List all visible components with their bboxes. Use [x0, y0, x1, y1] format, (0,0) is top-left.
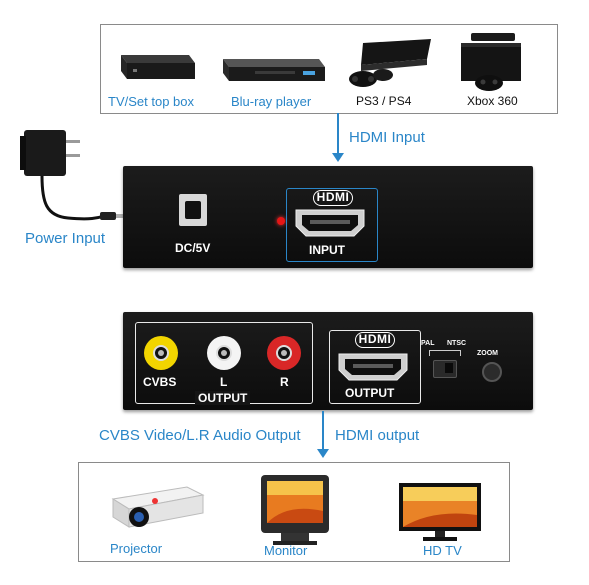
dc-power-socket — [179, 194, 207, 226]
bluray-player-icon — [223, 59, 325, 81]
playstation-console-icon — [349, 39, 431, 87]
projector-icon — [111, 486, 205, 528]
rca-white-left-jack[interactable] — [207, 336, 241, 370]
zoom-button[interactable] — [482, 362, 502, 382]
hdmi-input-arrow-head — [332, 153, 344, 162]
hdmi-input-label: HDMI Input — [349, 129, 425, 146]
cvbs-audio-output-label: CVBS Video/L.R Audio Output — [99, 427, 301, 444]
pal-ntsc-bracket — [429, 350, 461, 356]
pal-ntsc-switch[interactable] — [433, 360, 457, 378]
set-top-box-icon — [121, 55, 195, 79]
display-label-monitor: Monitor — [264, 543, 308, 558]
hdmi-output-label-panel: OUTPUT — [345, 386, 395, 400]
right-audio-label: R — [280, 375, 289, 389]
source-label-xbox: Xbox 360 — [467, 94, 518, 108]
av-output-label: OUTPUT — [195, 391, 251, 405]
ntsc-label: NTSC — [447, 340, 467, 347]
hdmi-input-outline — [286, 188, 378, 262]
hdmi-input-port[interactable] — [294, 208, 366, 238]
power-adapter-icon — [20, 130, 126, 221]
hdmi-input-arrow-line — [337, 113, 339, 155]
output-arrow-line — [322, 411, 324, 451]
xbox-console-icon — [461, 33, 521, 91]
dc-5v-label: DC/5V — [175, 241, 211, 255]
hdmi-input-logo: HDMI — [313, 190, 353, 206]
left-audio-label: L — [220, 375, 228, 389]
hdmi-output-logo: HDMI — [355, 332, 395, 348]
source-devices-frame: TV/Set top box Blu-ray player PS3 / PS4 … — [100, 24, 558, 114]
display-label-hdtv: HD TV — [423, 543, 462, 558]
hdmi-input-label-panel: INPUT — [309, 243, 345, 257]
hd-tv-icon — [399, 483, 481, 541]
zoom-label: ZOOM — [477, 350, 498, 357]
hdmi-output-label: HDMI output — [335, 427, 420, 444]
source-label-set-top-box: TV/Set top box — [108, 94, 194, 109]
converter-front-panel: DC/5V HDMI INPUT — [123, 166, 533, 268]
hdmi-output-outline — [329, 330, 421, 404]
source-label-playstation: PS3 / PS4 — [356, 94, 412, 108]
power-input-label: Power Input — [25, 230, 106, 247]
hdmi-output-port[interactable] — [337, 352, 409, 382]
display-devices-frame: Projector Monitor HD TV — [78, 462, 510, 562]
source-label-bluray: Blu-ray player — [231, 94, 312, 109]
cvbs-label: CVBS — [143, 375, 177, 389]
crt-monitor-icon — [261, 475, 329, 545]
converter-back-panel: CVBS L R OUTPUT HDMI OUTPUT PAL NTSC ZOO… — [123, 312, 533, 410]
power-led — [277, 217, 285, 225]
output-arrow-head — [317, 449, 329, 458]
rca-yellow-cvbs-jack[interactable] — [144, 336, 178, 370]
pal-label: PAL — [421, 340, 435, 347]
rca-red-right-jack[interactable] — [267, 336, 301, 370]
display-label-projector: Projector — [110, 541, 163, 556]
